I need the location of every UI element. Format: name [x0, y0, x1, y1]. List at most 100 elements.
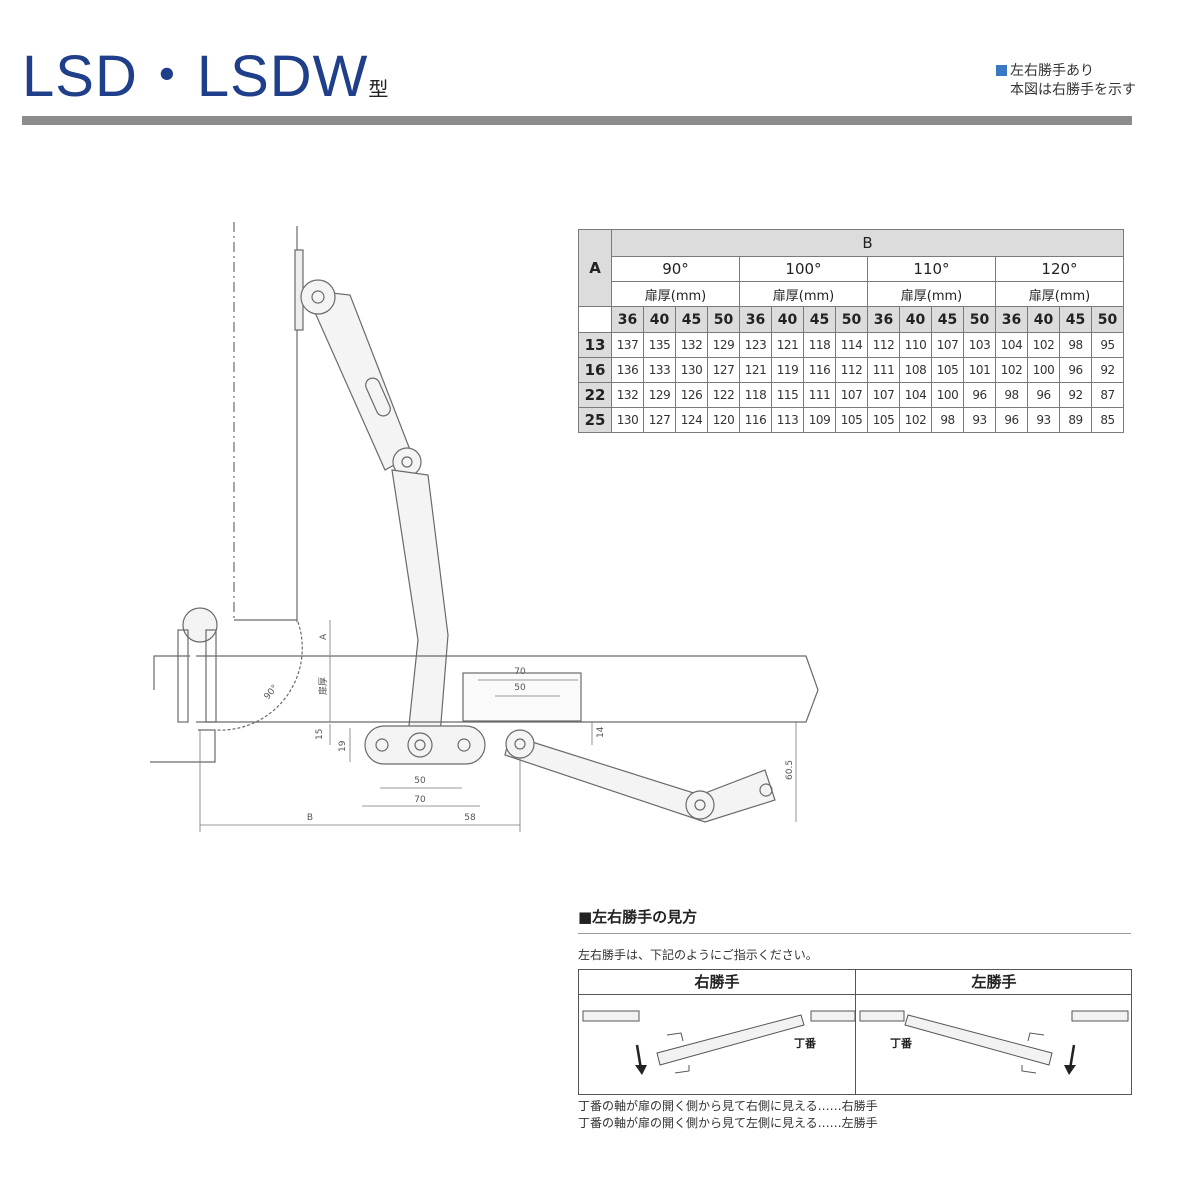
b-value-cell: 93	[1027, 407, 1060, 433]
b-value-cell: 126	[675, 382, 708, 408]
swing-arc	[215, 621, 303, 731]
b-value-cell: 108	[899, 357, 932, 383]
b-value-cell: 104	[899, 382, 932, 408]
hinge-top	[666, 1032, 684, 1042]
hinge-leaf	[177, 629, 189, 723]
b-value-cell: 110	[899, 332, 932, 358]
thickness-label: 扉厚(mm)	[611, 281, 740, 307]
thickness-cell: 45	[803, 306, 836, 333]
b-value-cell: 96	[995, 407, 1028, 433]
b-value-cell: 102	[995, 357, 1028, 383]
spec-table: A B 90° 100° 110° 120° 扉厚(mm) 扉厚(mm) 扉厚(…	[578, 229, 1124, 433]
b-value-cell: 119	[771, 357, 804, 383]
footnote-right: 丁番の軸が扉の開く側から見て右側に見える……右勝手	[578, 1099, 878, 1113]
dim-14-label: 14	[596, 726, 606, 738]
right-hand-label: 右勝手	[579, 970, 855, 995]
b-value-cell: 102	[1027, 332, 1060, 358]
angle-100: 100°	[739, 256, 868, 282]
thickness-cell: 45	[1059, 306, 1092, 333]
screw-hole-1	[375, 738, 389, 752]
dim-70-top-label: 70	[514, 667, 526, 677]
corner-cell	[578, 306, 612, 333]
b-value-cell: 111	[803, 382, 836, 408]
b-value-cell: 92	[1059, 382, 1092, 408]
left-hand-panel: 左勝手 丁番	[855, 970, 1132, 1094]
title-suffix: 型	[368, 79, 389, 101]
thickness-cell: 40	[899, 306, 932, 333]
thickness-label: 扉厚(mm)	[739, 281, 868, 307]
frame-left	[582, 1010, 640, 1022]
hinge-leaf-2	[205, 629, 217, 723]
handedness-footnotes: 丁番の軸が扉の開く側から見て右側に見える……右勝手 丁番の軸が扉の開く側から見て…	[578, 1098, 878, 1132]
b-value-cell: 135	[643, 332, 676, 358]
thickness-cell: 36	[739, 306, 772, 333]
b-value-cell: 132	[675, 332, 708, 358]
b-value-cell: 122	[707, 382, 740, 408]
b-value-cell: 107	[835, 382, 868, 408]
thickness-cell: 50	[963, 306, 996, 333]
right-hand-panel: 右勝手 丁番	[579, 970, 856, 1094]
b-value-cell: 114	[835, 332, 868, 358]
title-text: LSD・LSDW	[22, 44, 369, 109]
dim-50-bottom-label: 50	[414, 776, 426, 786]
b-value-cell: 132	[611, 382, 644, 408]
handedness-note: 左右勝手あり 本図は右勝手を示す	[996, 62, 1136, 100]
thickness-cell: 50	[835, 306, 868, 333]
thickness-cell: 45	[675, 306, 708, 333]
b-value-cell: 111	[867, 357, 900, 383]
b-value-cell: 93	[963, 407, 996, 433]
hinge-foot	[150, 729, 216, 763]
note-line-2: 本図は右勝手を示す	[1010, 82, 1136, 98]
b-value-cell: 96	[1027, 382, 1060, 408]
handedness-rule	[578, 933, 1131, 934]
arrow-head-icon	[635, 1065, 647, 1075]
door-pivot	[407, 732, 433, 758]
a-value-cell: 25	[578, 407, 612, 433]
page-title: LSD・LSDW型	[22, 48, 388, 106]
b-value-cell: 105	[835, 407, 868, 433]
upper-arm	[304, 289, 413, 471]
b-value-cell: 112	[867, 332, 900, 358]
a-value-cell: 16	[578, 357, 612, 383]
a-value-cell: 22	[578, 382, 612, 408]
b-value-cell: 137	[611, 332, 644, 358]
b-value-cell: 101	[963, 357, 996, 383]
door-panel	[196, 655, 819, 723]
thickness-label: 扉厚(mm)	[867, 281, 996, 307]
thickness-cell: 36	[867, 306, 900, 333]
b-value-cell: 124	[675, 407, 708, 433]
damper-end-pivot	[685, 790, 715, 820]
dim-70-bottom-label: 70	[414, 795, 426, 805]
dim-thickness-label: 扉厚	[317, 677, 329, 695]
door-pivot-hole	[414, 739, 426, 751]
arm-slot	[365, 377, 391, 417]
thickness-cell: 40	[771, 306, 804, 333]
angle-110: 110°	[867, 256, 996, 282]
handedness-title: ■左右勝手の見方	[578, 908, 698, 926]
b-value-cell: 103	[963, 332, 996, 358]
b-value-cell: 104	[995, 332, 1028, 358]
b-value-cell: 100	[1027, 357, 1060, 383]
hinge-bottom	[1021, 1065, 1037, 1074]
mount-plate	[294, 249, 304, 331]
b-value-cell: 102	[899, 407, 932, 433]
note-square-icon	[996, 65, 1007, 76]
thickness-cell: 40	[643, 306, 676, 333]
thickness-cell: 50	[707, 306, 740, 333]
b-value-cell: 112	[835, 357, 868, 383]
b-value-cell: 96	[963, 382, 996, 408]
b-value-cell: 136	[611, 357, 644, 383]
b-value-cell: 113	[771, 407, 804, 433]
dim-50-top-label: 50	[514, 683, 526, 693]
hinge-frame	[153, 655, 190, 690]
b-value-cell: 107	[867, 382, 900, 408]
thickness-cell: 40	[1027, 306, 1060, 333]
b-value-cell: 95	[1091, 332, 1124, 358]
damper-pivot-hole	[514, 738, 526, 750]
b-value-cell: 118	[803, 332, 836, 358]
b-value-cell: 121	[771, 332, 804, 358]
